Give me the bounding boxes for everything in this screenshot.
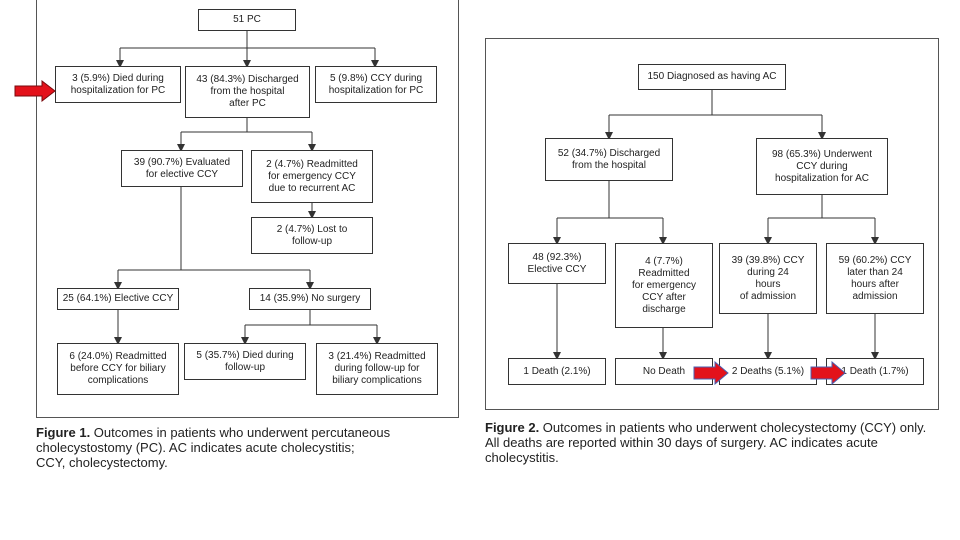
figure1-caption-label: Figure 1. (36, 425, 91, 440)
fig2-node-no-death: No Death (615, 358, 713, 385)
fig1-node-ccy-during-hospitalization: 5 (9.8%) CCY during hospitalization for … (315, 66, 437, 103)
red-arrow-icon (810, 361, 846, 385)
fig2-node-2-deaths: 2 Deaths (5.1%) (719, 358, 817, 385)
fig1-node-readmitted-during-followup: 3 (21.4%) Readmitted during follow-up fo… (316, 343, 438, 395)
figure2-panel (485, 38, 939, 410)
fig1-node-readmitted-emergency: 2 (4.7%) Readmitted for emergency CCY du… (251, 150, 373, 203)
fig1-node-died-followup: 5 (35.7%) Died during follow-up (184, 343, 306, 380)
figure1-caption: Figure 1. Outcomes in patients who under… (36, 425, 456, 470)
fig2-node-1-death: 1 Death (2.1%) (508, 358, 606, 385)
fig1-node-lost-followup: 2 (4.7%) Lost to follow-up (251, 217, 373, 254)
fig1-node-51-pc: 51 PC (198, 9, 296, 31)
figure2-caption-label: Figure 2. (485, 420, 540, 435)
fig1-node-elective-ccy: 25 (64.1%) Elective CCY (57, 288, 179, 310)
red-arrow-icon (693, 361, 729, 385)
fig2-node-readmitted-emergency: 4 (7.7%) Readmitted for emergency CCY af… (615, 243, 713, 328)
fig2-node-150-diagnosed: 150 Diagnosed as having AC (638, 64, 786, 90)
fig1-node-discharged: 43 (84.3%) Discharged from the hospital … (185, 66, 310, 118)
fig2-node-underwent-ccy: 98 (65.3%) Underwent CCY during hospital… (756, 138, 888, 195)
fig1-node-readmitted-before-ccy: 6 (24.0%) Readmitted before CCY for bili… (57, 343, 179, 395)
fig2-node-ccy-after-24h: 59 (60.2%) CCY later than 24 hours after… (826, 243, 924, 314)
fig1-node-died-hospitalization: 3 (5.9%) Died during hospitalization for… (55, 66, 181, 103)
figure2-caption: Figure 2. Outcomes in patients who under… (485, 420, 955, 465)
fig2-node-elective-ccy: 48 (92.3%) Elective CCY (508, 243, 606, 284)
figure1-caption-text: Outcomes in patients who underwent percu… (36, 425, 391, 470)
fig1-node-no-surgery: 14 (35.9%) No surgery (249, 288, 371, 310)
fig1-node-evaluated-elective: 39 (90.7%) Evaluated for elective CCY (121, 150, 243, 187)
figure2-caption-text: Outcomes in patients who underwent chole… (485, 420, 927, 465)
fig2-node-ccy-within-24h: 39 (39.8%) CCY during 24 hours of admiss… (719, 243, 817, 314)
red-arrow-icon (14, 80, 56, 102)
fig2-node-discharged: 52 (34.7%) Discharged from the hospital (545, 138, 673, 181)
